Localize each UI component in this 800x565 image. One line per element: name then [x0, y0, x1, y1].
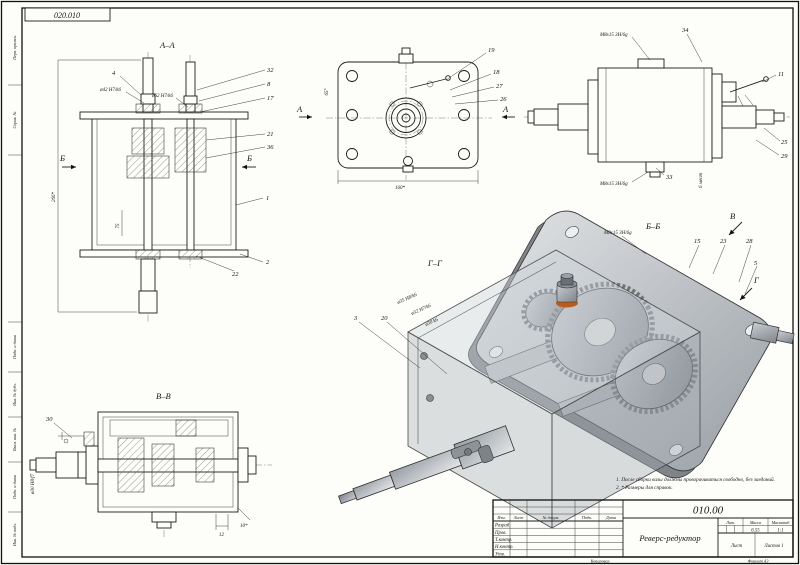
arrow-marker-v: В — [730, 211, 735, 221]
margin-label-podp-data-1: Подп. и дата — [12, 335, 17, 360]
callout-8: 8 — [267, 81, 271, 88]
scale-label: Масштаб — [771, 520, 791, 525]
row-prov: Пров. — [494, 531, 507, 536]
view-section-v-v: В–В 30 ø30 H8/f7 12 10* — [29, 391, 272, 538]
col-list: Лист — [513, 515, 524, 520]
dim-shaft-fit: ø30 H8/f7 — [31, 473, 36, 495]
part-title: Реверс-редуктор — [638, 533, 700, 543]
col-doc: № докум. — [542, 515, 560, 520]
callout-20: 20 — [381, 315, 388, 322]
col-data: Дата — [605, 515, 616, 520]
mass-label: Масса — [749, 520, 761, 525]
section-marker-b-left: Б — [59, 153, 65, 163]
margin-label-inv-podl: Инв. № подл. — [12, 523, 17, 547]
view-title-b-b: Б–Б — [645, 221, 660, 231]
callout-28: 28 — [746, 238, 753, 245]
margin-label-sprav: Справ. № — [12, 111, 17, 128]
dim-iso-3: ø30 k6 — [424, 318, 440, 329]
margin-label-podp-data-2: Подп. и дата — [12, 475, 17, 500]
callout-29: 29 — [781, 153, 788, 160]
dim-iso-2: ø32 H7/k6 — [410, 304, 433, 318]
margin-label-inv-dubl: Инв. № дубл. — [12, 383, 17, 407]
callout-2: 2 — [266, 259, 270, 266]
callout-23: 23 — [720, 238, 727, 245]
callout-17: 17 — [267, 95, 274, 102]
view-title-v-v: В–В — [156, 391, 171, 401]
thread-callout-top: M8x15 3H/6g — [599, 33, 628, 38]
sheet-label: Лист — [730, 544, 743, 549]
callout-26: 26 — [500, 96, 507, 103]
callout-27: 27 — [496, 83, 503, 90]
row-nkontr: Н.контр. — [494, 545, 514, 550]
row-tkontr: Т.контр. — [495, 538, 512, 543]
margin-label-vzam-inv: Взам. инв. № — [12, 428, 17, 451]
dim-angle: 65° — [325, 89, 330, 96]
callout-3: 3 — [353, 315, 358, 322]
col-izm: Изм. — [496, 515, 505, 520]
dim-iso-1: ø35 H8/k6 — [396, 293, 419, 307]
view-title-g-g: Г–Г — [427, 258, 443, 268]
dim-10: 10* — [240, 524, 248, 529]
callout-34: 34 — [681, 27, 689, 34]
row-razrab: Разраб. — [494, 524, 510, 529]
note-line-1: 1. После сборки валы должны проворачиват… — [616, 476, 775, 483]
callout-4: 4 — [112, 70, 116, 77]
dim-overall-height: 266* — [52, 192, 57, 203]
sheets-label: Листов 1 — [763, 544, 783, 549]
dim-12: 12 — [219, 533, 225, 538]
view-section-a-a: А–А 266* Б Б ø42 H7/k6 — [52, 40, 274, 322]
format-label: Формат А3 — [748, 559, 769, 564]
dim-bore-top: ø42 H7/k6 — [99, 88, 121, 93]
view-side: M8x15 3H/6g 34 11 25 29 33 M8x15 3H/6g 6… — [524, 27, 790, 188]
callout-18: 18 — [493, 69, 500, 76]
section-marker-b-right: Б — [246, 153, 252, 163]
places-note: 6 мест — [699, 173, 704, 188]
margin-label-perv-primen: Перв. примен. — [12, 35, 17, 61]
dim-bore-mid: ø62 H7/k6 — [151, 94, 173, 99]
callout-36: 36 — [266, 144, 274, 151]
view-title-a-a: А–А — [159, 40, 175, 50]
arrow-marker-g: Г — [753, 275, 760, 285]
doc-number: 010.00 — [693, 505, 724, 517]
callout-15: 15 — [694, 238, 701, 245]
callout-5: 5 — [754, 260, 758, 267]
callout-19: 19 — [488, 47, 495, 54]
view-front-flange: А А 160* 65° 19 18 27 26 — [296, 47, 515, 191]
dim-web: 75 — [116, 223, 121, 229]
title-block: Изм. Лист № докум. Подп. Дата Разраб. Пр… — [492, 499, 794, 558]
callout-25: 25 — [781, 139, 788, 146]
lit-label: Лит. — [725, 520, 735, 525]
thread-callout-bottom: M8x15 3H/6g — [599, 182, 628, 187]
copied-label: Копировал — [590, 559, 610, 564]
technical-notes: 1. После сборки валы должны проворачиват… — [616, 476, 775, 491]
callout-11: 11 — [778, 71, 784, 78]
row-utv: Утв. — [495, 552, 505, 557]
view-isometric: Г–Г Б–Б M8x15 3H/6g В Г 15 23 28 5 3 20 … — [338, 210, 795, 529]
section-marker-a-left: А — [296, 104, 303, 114]
mass-value: 6.55 — [751, 529, 760, 534]
callout-33: 33 — [665, 174, 673, 181]
section-marker-a-right: А — [502, 104, 509, 114]
callout-22: 22 — [232, 271, 239, 278]
scale-value: 1:1 — [777, 529, 783, 534]
note-line-2: 2. * Размеры для справок. — [616, 484, 673, 491]
corner-stamp: 020.010 — [54, 11, 80, 20]
thread-callout-iso: M8x15 3H/6g — [603, 231, 632, 236]
callout-30: 30 — [45, 416, 53, 423]
dim-flange-width: 160* — [395, 186, 406, 191]
callout-21: 21 — [267, 131, 274, 138]
callout-32: 32 — [266, 67, 274, 74]
callout-1: 1 — [266, 195, 269, 202]
col-podp: Подп. — [581, 515, 592, 520]
